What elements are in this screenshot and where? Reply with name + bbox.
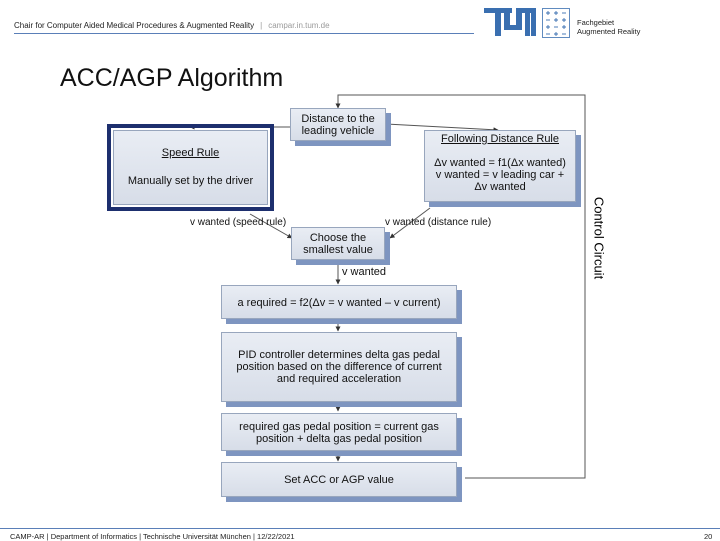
speed-rule-title: Speed Rule	[161, 147, 220, 159]
chair-group-line1: Fachgebiet	[577, 18, 615, 27]
a-required-box: a required = f2(Δv = v wanted – v curren…	[221, 285, 457, 319]
control-circuit-loop	[335, 94, 586, 479]
speed-rule-box: Speed Rule Manually set by the driver	[113, 130, 268, 205]
header-separator: |	[260, 21, 263, 30]
slide-title: ACC/AGP Algorithm	[60, 64, 284, 92]
choose-line1: Choose the	[309, 232, 367, 244]
following-rule-box: Following Distance Rule Δv wanted = f1(Δ…	[424, 130, 576, 202]
gas-position-box: required gas pedal position = current ga…	[221, 413, 457, 451]
pid-line3: and required acceleration	[276, 373, 402, 385]
pid-line1: PID controller determines delta gas peda…	[238, 349, 440, 361]
tum-logo-icon	[484, 8, 536, 36]
choose-box: Choose the smallest value	[291, 227, 385, 260]
department-logo-icon	[542, 8, 570, 38]
header-rule	[14, 33, 474, 34]
label-v-wanted: v wanted	[342, 266, 387, 278]
chair-name: Chair for Computer Aided Medical Procedu…	[14, 21, 255, 30]
arrow-distance-to-following	[385, 123, 499, 133]
chair-group: Fachgebiet Augmented Reality	[577, 18, 640, 36]
arrow-following-to-choose	[389, 207, 431, 239]
arrow-speed-to-choose	[249, 213, 293, 239]
gas-position-line2: position + delta gas pedal position	[255, 433, 423, 445]
page-number: 20	[704, 532, 713, 541]
pid-line2: position based on the difference of curr…	[236, 361, 442, 373]
control-circuit-label: Control Circuit	[591, 196, 607, 280]
footer-rule	[0, 528, 720, 529]
set-value-box: Set ACC or AGP value	[221, 462, 457, 497]
label-v-distance: v wanted (distance rule)	[385, 217, 492, 228]
set-value-text: Set ACC or AGP value	[284, 474, 394, 486]
choose-line2: smallest value	[303, 244, 373, 256]
gas-position-line1: required gas pedal position = current ga…	[239, 421, 439, 433]
header-chair-line: Chair for Computer Aided Medical Procedu…	[14, 21, 330, 30]
speed-rule-text: Manually set by the driver	[127, 175, 254, 187]
label-v-speed: v wanted (speed rule)	[190, 217, 287, 228]
header-url[interactable]: campar.in.tum.de	[268, 21, 330, 30]
following-rule-title: Following Distance Rule	[441, 133, 559, 145]
distance-line2: leading vehicle	[301, 125, 375, 137]
distance-box: Distance to the leading vehicle	[290, 108, 386, 141]
chair-group-line2: Augmented Reality	[577, 27, 641, 36]
following-rule-line1: Δv wanted = f1(Δx wanted)	[434, 157, 566, 169]
footer-text: CAMP-AR | Department of Informatics | Te…	[10, 532, 295, 541]
distance-line1: Distance to the	[301, 113, 375, 125]
following-rule-line2: v wanted = v leading car +	[435, 169, 565, 181]
pid-box: PID controller determines delta gas peda…	[221, 332, 457, 402]
a-required-text: a required = f2(Δv = v wanted – v curren…	[237, 297, 441, 309]
following-rule-line3: Δv wanted	[474, 181, 526, 193]
speed-rule-highlight	[107, 124, 274, 211]
